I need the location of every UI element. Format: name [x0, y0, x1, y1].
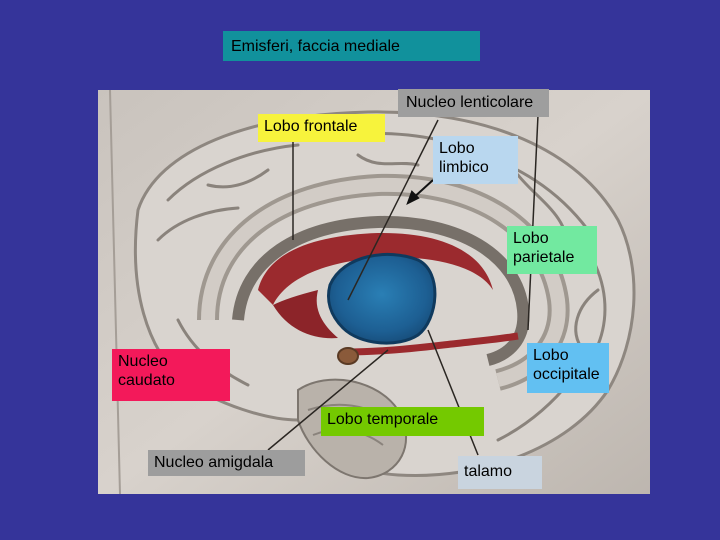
- label-nucleo-amigdala: Nucleo amigdala: [148, 450, 305, 476]
- label-lobo-occipitale: Lobo occipitale: [527, 343, 609, 393]
- label-lobo-limbico: Lobo limbico: [433, 136, 518, 184]
- label-lobo-parietale: Lobo parietale: [507, 226, 597, 274]
- label-lobo-frontale: Lobo frontale: [258, 114, 385, 142]
- label-talamo: talamo: [458, 456, 542, 489]
- slide-title: Emisferi, faccia mediale: [223, 31, 480, 61]
- brain-medial-section-image: [98, 90, 650, 494]
- label-lobo-temporale: Lobo temporale: [321, 407, 484, 436]
- label-nucleo-caudato: Nucleo caudato: [112, 349, 230, 401]
- label-nucleo-lenticolare: Nucleo lenticolare: [398, 89, 549, 117]
